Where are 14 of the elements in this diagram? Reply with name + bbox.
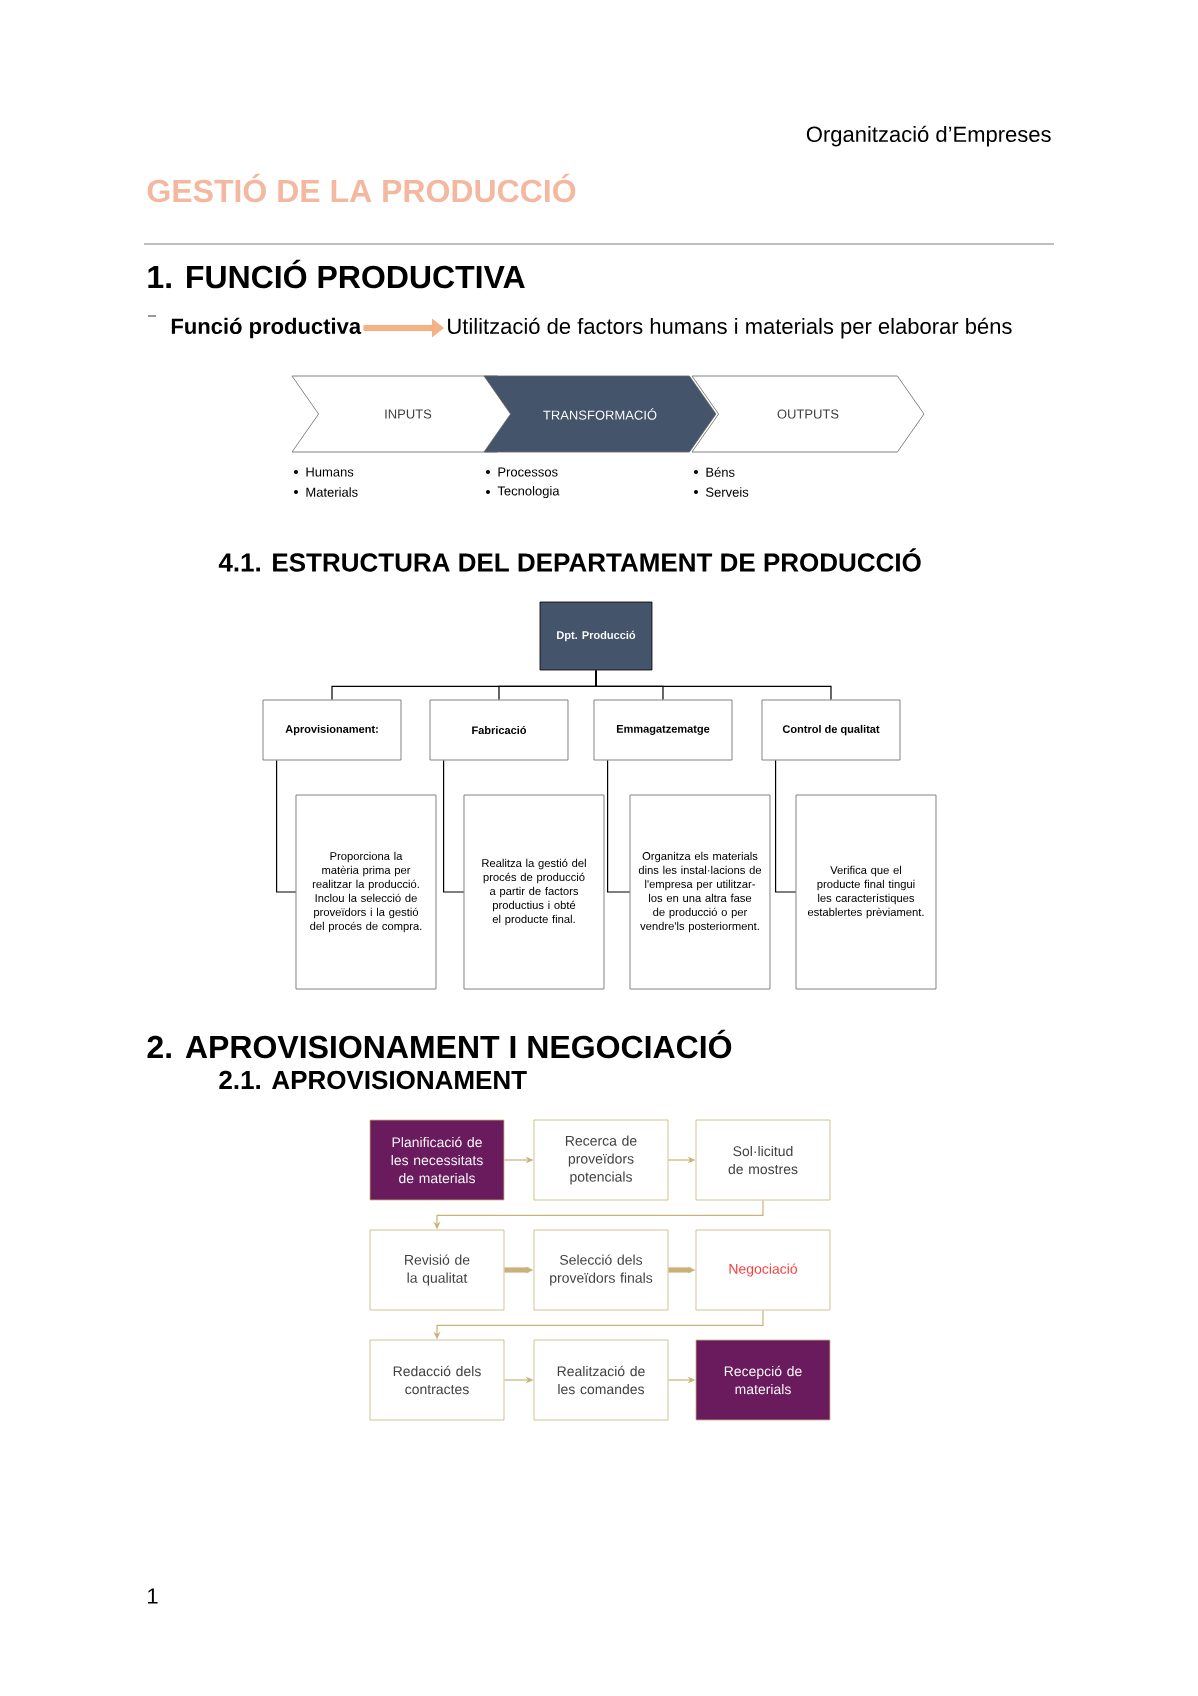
definition-text: Utilització de factors humans i materials per elaborar béns (448, 317, 1012, 339)
connector-line (276, 759, 297, 893)
connector-line (607, 759, 631, 893)
page-number: 1 (148, 1588, 158, 1604)
term-text: Funció productiva (171, 317, 362, 339)
connector-line (775, 759, 797, 893)
connector-line (443, 759, 465, 893)
section-heading: 1. FUNCIÓ PRODUCTIVA (148, 259, 525, 289)
section-heading: 4.1. ESTRUCTURA DEL DEPARTAMENT DE PRODUCCIÓ (218, 548, 921, 572)
page-title: GESTIÓ DE LA PRODUCCIÓ (147, 173, 576, 203)
connector-line (595, 669, 832, 701)
section-heading: 2. APROVISIONAMENT I NEGOCIACIÓ (147, 1029, 732, 1059)
page-header: Organització d’Empreses (806, 125, 1051, 147)
section-heading: 2.1. APROVISIONAMENT (219, 1070, 527, 1090)
